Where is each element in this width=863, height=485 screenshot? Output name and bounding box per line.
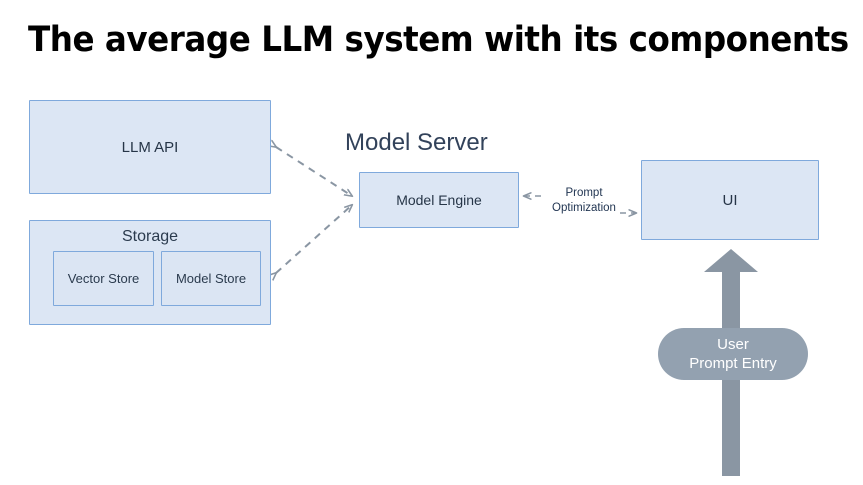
node-user-prompt-entry-line2: Prompt Entry <box>689 355 777 372</box>
node-ui-label: UI <box>722 191 738 209</box>
node-vector-store[interactable]: Vector Store <box>53 251 154 306</box>
node-user-prompt-entry[interactable]: User Prompt Entry <box>658 328 808 380</box>
node-model-store[interactable]: Model Store <box>161 251 261 306</box>
edge-label-prompt-optimization: Prompt Optimization <box>543 186 625 216</box>
edge-llm-api-model-engine <box>276 147 352 196</box>
edge-label-line1: Prompt <box>565 187 603 199</box>
node-model-store-label: Model Store <box>175 271 247 286</box>
edge-label-line2: Optimization <box>552 202 616 214</box>
node-model-engine[interactable]: Model Engine <box>359 172 519 228</box>
node-storage-label: Storage <box>121 228 179 245</box>
node-model-server-label: Model Server <box>345 129 488 156</box>
node-llm-api[interactable]: LLM API <box>29 100 271 194</box>
node-model-engine-label: Model Engine <box>396 192 482 208</box>
node-ui[interactable]: UI <box>641 160 819 240</box>
page-title: The average LLM system with its componen… <box>28 20 849 60</box>
node-user-prompt-entry-line1: User <box>717 336 749 353</box>
edge-model-store-model-engine <box>276 205 352 273</box>
node-vector-store-label: Vector Store <box>67 271 140 286</box>
node-llm-api-label: LLM API <box>121 138 179 156</box>
